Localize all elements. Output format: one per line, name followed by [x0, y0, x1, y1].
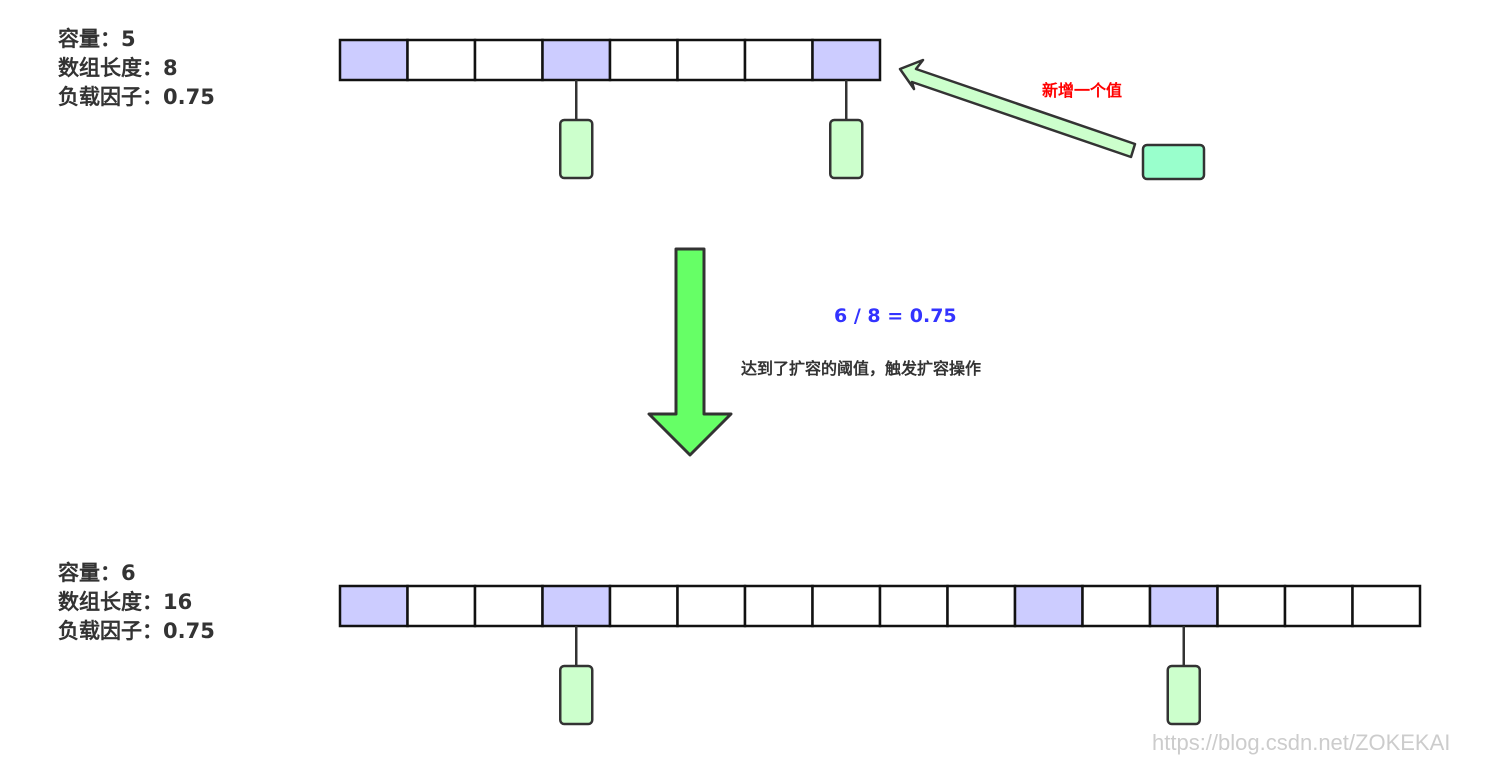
after-slot-0 [338, 584, 409, 628]
expand-arrow [647, 247, 733, 457]
before-slot-6 [743, 38, 814, 82]
after-slot-11 [1081, 584, 1152, 628]
before-bucket-nodes [559, 80, 864, 180]
after-slot-7 [811, 584, 882, 628]
before-bucket-node-7 [829, 118, 864, 180]
before-slot-2 [473, 38, 544, 82]
after-array-length: 数组长度：16 [58, 590, 192, 614]
insert-arrow [898, 58, 1137, 159]
before-slot-4 [608, 38, 679, 82]
after-slot-13 [1216, 584, 1287, 628]
after-load-factor: 负载因子：0.75 [58, 619, 215, 643]
after-bucket-nodes [559, 626, 1201, 726]
after-slot-2 [473, 584, 544, 628]
before-bucket-node-3 [559, 118, 594, 180]
after-slot-10 [1013, 584, 1084, 628]
after-slot-12 [1148, 584, 1219, 628]
after-slot-9 [946, 584, 1017, 628]
after-bucket-node-12 [1166, 664, 1201, 726]
after-bucket-node-3 [559, 664, 594, 726]
before-array-length: 数组长度：8 [58, 56, 178, 80]
new-node [1141, 143, 1206, 181]
before-capacity: 容量：5 [58, 27, 136, 51]
after-slot-5 [676, 584, 747, 628]
after-slot-3 [541, 584, 612, 628]
before-slot-1 [406, 38, 477, 82]
after-info: 容量：6 数组长度：16 负载因子：0.75 [58, 561, 215, 643]
after-slot-4 [608, 584, 679, 628]
before-slot-0 [338, 38, 409, 82]
ratio-label: 6 / 8 = 0.75 [834, 305, 957, 327]
after-slot-1 [406, 584, 477, 628]
before-load-factor: 负载因子：0.75 [58, 85, 215, 109]
before-slot-5 [676, 38, 747, 82]
before-array [338, 38, 882, 82]
after-array [338, 584, 1422, 628]
after-capacity: 容量：6 [58, 561, 136, 585]
after-slot-15 [1351, 584, 1422, 628]
after-slot-8 [878, 584, 949, 628]
watermark: https://blog.csdn.net/ZOKEKAI [1152, 730, 1450, 755]
before-slot-7 [811, 38, 882, 82]
before-slot-3 [541, 38, 612, 82]
before-info: 容量：5 数组长度：8 负载因子：0.75 [58, 27, 215, 109]
insert-label: 新增一个值 [1042, 81, 1122, 100]
after-slot-14 [1283, 584, 1354, 628]
after-slot-6 [743, 584, 814, 628]
threshold-label: 达到了扩容的阈值，触发扩容操作 [741, 359, 981, 378]
